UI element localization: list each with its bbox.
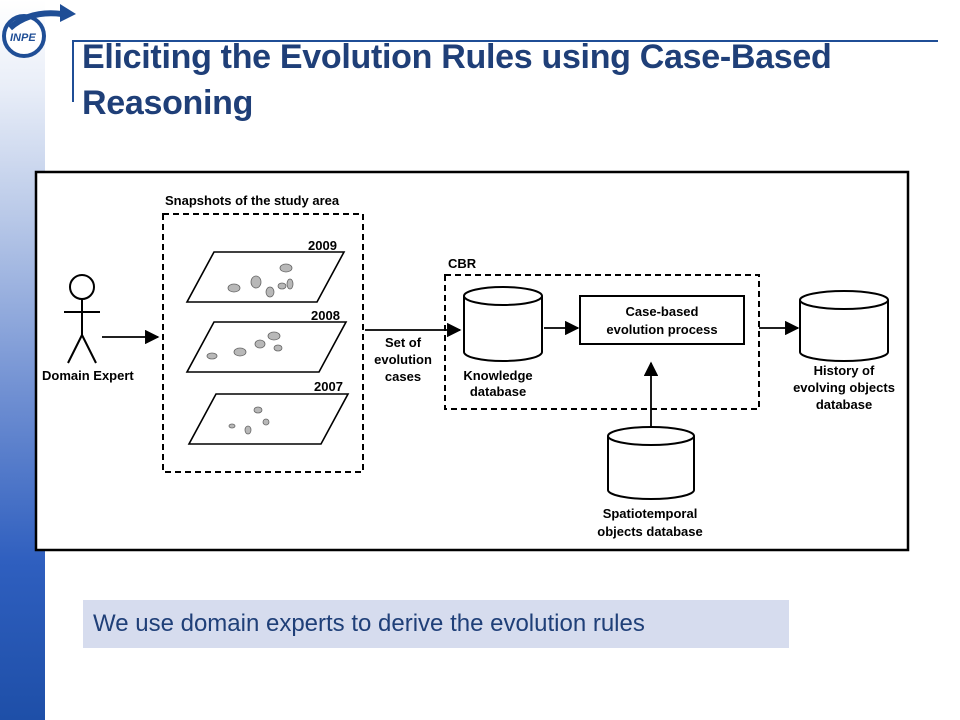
cbr-box	[444, 274, 760, 410]
features-2008	[206, 331, 283, 360]
history-db-line-3: database	[816, 397, 872, 412]
set-of-cases-line-1: Set of	[385, 335, 422, 350]
caption-box: We use domain experts to derive the evol…	[83, 600, 789, 648]
features-2007	[228, 406, 270, 435]
year-label-2009: 2009	[308, 238, 337, 253]
spatio-db-line-2: objects database	[597, 524, 703, 539]
process-box	[579, 295, 745, 345]
snapshots-box	[162, 213, 364, 473]
spatio-db-icon	[607, 426, 695, 500]
snapshot-2009	[185, 251, 346, 303]
title-rule	[72, 40, 938, 42]
diagram-frame	[34, 170, 910, 552]
snapshot-2007	[187, 393, 350, 445]
title-rule-vertical	[72, 40, 74, 102]
spatio-db-line-1: Spatiotemporal	[603, 506, 698, 521]
knowledge-db-line-1: Knowledge	[463, 368, 532, 383]
slide-title: Eliciting the Evolution Rules using Case…	[82, 38, 832, 122]
history-db-icon	[799, 290, 889, 362]
cbr-label: CBR	[448, 256, 477, 271]
snapshots-title: Snapshots of the study area	[165, 193, 340, 208]
domain-expert-actor	[64, 274, 100, 364]
year-label-2007: 2007	[314, 379, 343, 394]
snapshot-2008	[185, 321, 348, 373]
features-2009	[227, 263, 294, 298]
year-label-2008: 2008	[311, 308, 340, 323]
set-of-cases-line-2: evolution	[374, 352, 432, 367]
process-line-1: Case-based	[626, 304, 699, 319]
set-of-cases-line-3: cases	[385, 369, 421, 384]
knowledge-db-line-2: database	[470, 384, 526, 399]
cbr-diagram: Domain Expert Snapshots of the study are…	[34, 170, 910, 552]
actor-label: Domain Expert	[42, 368, 134, 383]
logo-text: INPE	[10, 32, 36, 44]
inpe-logo: INPE	[2, 4, 76, 58]
process-line-2: evolution process	[606, 322, 717, 337]
history-db-line-1: History of	[814, 363, 875, 378]
history-db-line-2: evolving objects	[793, 380, 895, 395]
knowledge-db-icon	[463, 286, 543, 362]
